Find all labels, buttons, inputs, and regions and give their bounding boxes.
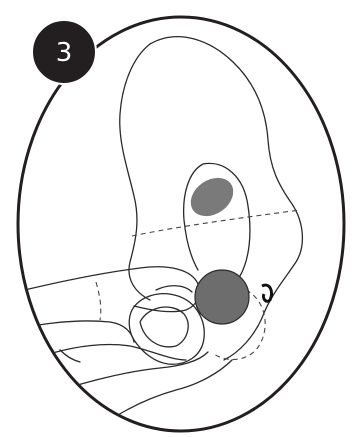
held-disc [195,270,249,324]
step-number: 3 [56,38,73,68]
step-badge: 3 [32,20,96,84]
